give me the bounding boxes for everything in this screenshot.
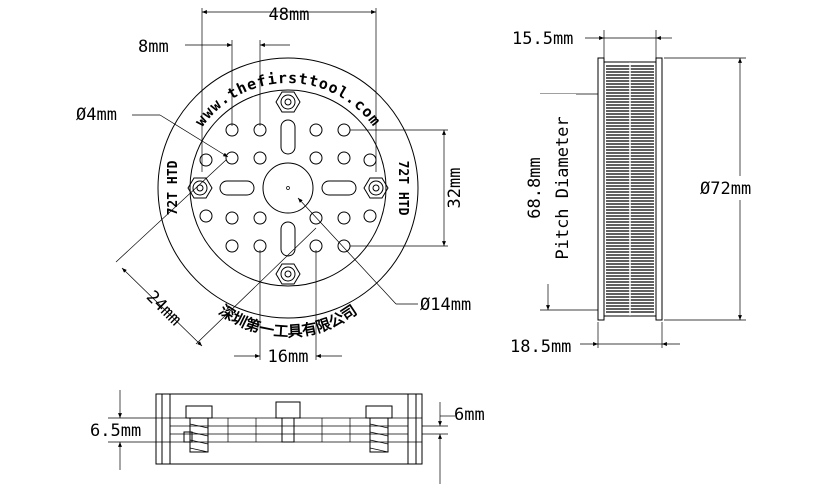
hex-nut-left <box>187 177 213 199</box>
dim-16mm: 16mm <box>268 347 309 367</box>
belt-teeth <box>606 62 654 316</box>
slot-right <box>321 180 357 196</box>
dim-15-5mm: 15.5mm <box>512 29 573 49</box>
pitch-diameter-label: Pitch Diameter <box>553 116 573 259</box>
inner-ring <box>189 89 387 287</box>
dim-pitch-68-8mm: 68.8mm <box>525 157 545 218</box>
set-screw-right <box>365 405 393 453</box>
model-label-left: 72T HTD <box>166 160 181 215</box>
model-label-right: 72T HTD <box>395 161 410 216</box>
center-bore <box>262 162 314 214</box>
front-dimensions: 48mm 8mm Ø4mm 32mm 24mm 16mm Ø14mm <box>76 5 471 367</box>
dim-6mm: 6mm <box>454 405 485 425</box>
dim-bore-14mm: Ø14mm <box>420 295 471 315</box>
bottom-view <box>155 393 423 465</box>
side-dimensions: 15.5mm Ø72mm 68.8mm Pitch Diameter 18.5m… <box>510 29 774 357</box>
dim-32mm: 32mm <box>445 168 465 209</box>
slot-bottom <box>280 221 296 257</box>
slot-top <box>280 119 296 155</box>
set-screw-middle <box>275 401 301 443</box>
hex-nut-top <box>275 91 301 113</box>
hex-nut-bottom <box>275 263 301 285</box>
dim-18-5mm: 18.5mm <box>510 337 571 357</box>
dim-hole-4mm: Ø4mm <box>76 105 117 125</box>
side-view <box>597 57 663 321</box>
mounting-holes <box>199 123 377 253</box>
outer-rim <box>157 57 419 319</box>
dim-outer-72mm: Ø72mm <box>700 179 751 199</box>
dim-48mm: 48mm <box>269 5 310 25</box>
dim-8mm: 8mm <box>138 37 169 57</box>
hex-nut-right <box>363 177 389 199</box>
slot-left <box>219 180 255 196</box>
bottom-dimensions: 6.5mm 6mm <box>90 390 485 484</box>
dim-6-5mm: 6.5mm <box>90 421 141 441</box>
set-screw-left <box>183 405 213 453</box>
front-view: www.thefirsttool.com 深圳第一工具有限公司 72T HTD … <box>157 57 419 341</box>
